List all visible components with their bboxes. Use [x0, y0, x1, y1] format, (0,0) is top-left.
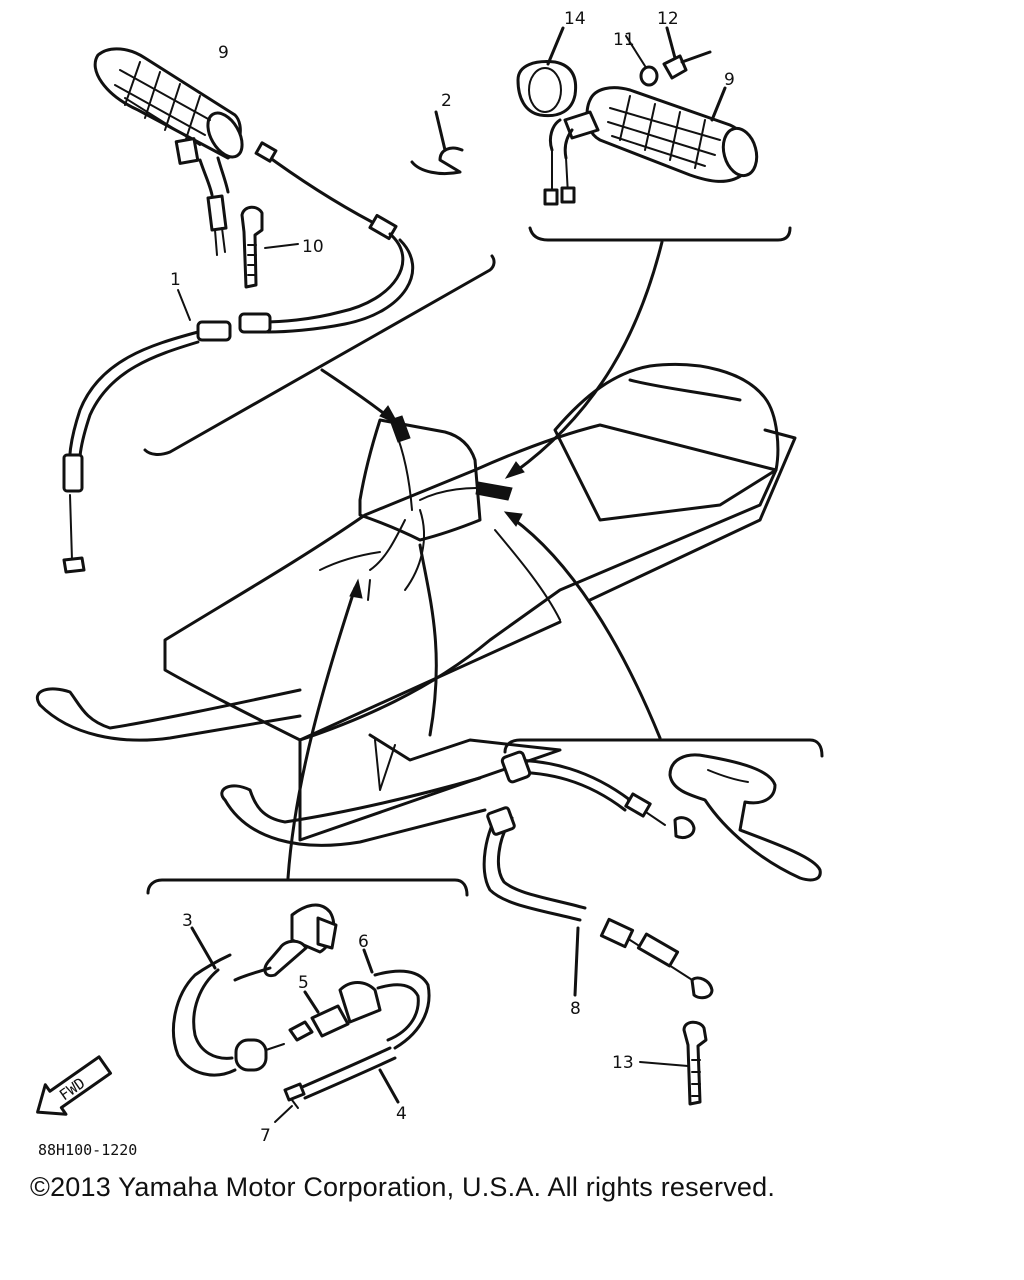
- part-number-2: 2: [441, 91, 452, 111]
- screw-12-illustration: [662, 26, 712, 80]
- part-number-6: 6: [358, 932, 369, 952]
- part-number-labels: 1 2 3 4 5 6 7 8 9 9 10 11 12 13 14: [170, 9, 735, 1146]
- part-number-4: 4: [396, 1104, 407, 1124]
- lever-illustration: [668, 753, 822, 882]
- part-number-12: 12: [657, 9, 679, 29]
- drawing-code: 88H100-1220: [38, 1141, 137, 1159]
- clip-2-illustration: [410, 110, 464, 176]
- grip-left-illustration: [93, 47, 244, 197]
- snowmobile-illustration: [36, 362, 797, 847]
- switch-leads-right: [543, 149, 576, 206]
- part-number-13: 13: [612, 1053, 634, 1073]
- part-number-7: 7: [260, 1126, 271, 1146]
- cap-14-illustration: [516, 26, 578, 118]
- callout-brackets: [143, 226, 824, 897]
- key-10-illustration: [240, 205, 299, 289]
- cable-1-illustration: [62, 141, 415, 574]
- part-number-8: 8: [570, 999, 581, 1019]
- switch-leads-left: [206, 194, 228, 256]
- switch-3-illustration: [171, 903, 338, 1077]
- cable-8-illustration: [482, 750, 714, 1000]
- part-number-1: 1: [170, 270, 181, 290]
- key-13-illustration: [639, 1020, 708, 1106]
- tube-6-illustration: [338, 948, 431, 1050]
- grip-right-illustration: [548, 86, 759, 183]
- part-number-14: 14: [564, 9, 586, 29]
- lead-4-illustration: [298, 1046, 400, 1104]
- part-number-3: 3: [182, 911, 193, 931]
- nut-11-illustration: [625, 35, 659, 87]
- part-number-9-left: 9: [218, 43, 229, 63]
- part-number-10: 10: [302, 237, 324, 257]
- terminal-7-illustration: [274, 1082, 306, 1123]
- connector-5-illustration: [288, 990, 350, 1042]
- part-number-9-right: 9: [724, 70, 735, 90]
- copyright-notice: ©2013 Yamaha Motor Corporation, U.S.A. A…: [30, 1172, 776, 1202]
- part-number-11: 11: [613, 30, 635, 50]
- fwd-direction-arrow: FWD: [36, 1055, 113, 1116]
- part-number-5: 5: [298, 973, 309, 993]
